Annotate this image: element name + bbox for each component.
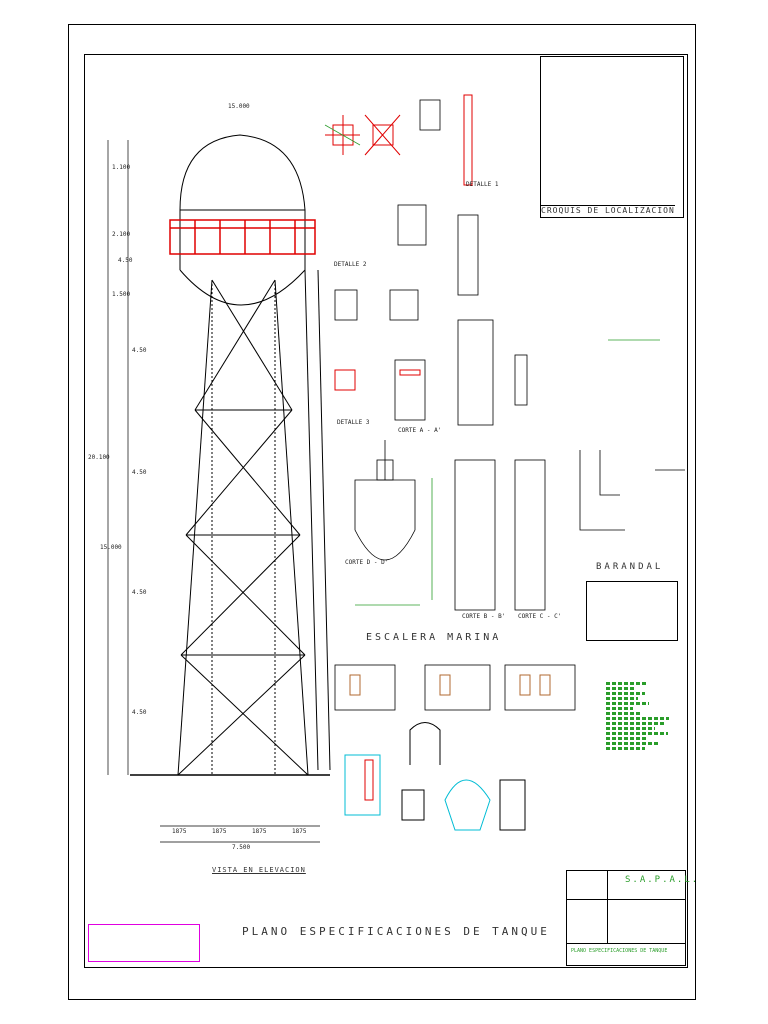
title-block: S.A.P.A.L. PLANO ESPECIFICACIONES DE TAN… [566, 870, 697, 966]
tank-railing [169, 219, 316, 255]
detalle-2-label: DETALLE 2 [334, 261, 367, 268]
detail-bolts-red [325, 94, 473, 391]
top-dim-2: 2.100 [112, 231, 131, 238]
elevation-title: VISTA EN ELEVACION [212, 866, 306, 874]
corte-a-label: CORTE A - A' [398, 427, 442, 434]
detail-drawings [334, 99, 685, 611]
total-height-dim: 20.100 [88, 454, 110, 461]
tower-structure [177, 279, 309, 776]
top-dim-4: 1.500 [112, 291, 131, 298]
corte-b-label: CORTE B - B' [462, 613, 506, 620]
base-dimension-lines [160, 825, 320, 843]
tank-width-dim: 15.000 [228, 103, 250, 110]
company-name: S.A.P.A.L. [625, 875, 700, 885]
escalera-detail-accents [349, 674, 551, 696]
base-total-dim: 7.500 [232, 844, 251, 851]
location-title: CROQUIS DE LOCALIZACION [541, 205, 675, 215]
bay-dim-4: 4.50 [132, 709, 147, 716]
legend-box [88, 924, 200, 962]
base-dim-2: 1875 [212, 828, 227, 835]
base-dim-3: 1875 [252, 828, 267, 835]
marine-ladder [304, 269, 331, 771]
location-sketch-box [540, 56, 684, 218]
detalle-3-label: DETALLE 3 [337, 419, 370, 426]
vertical-dimension-lines [107, 140, 129, 775]
general-notes [606, 680, 676, 830]
corte-c-label: CORTE C - C' [518, 613, 562, 620]
drawing-frame [84, 54, 688, 968]
top-dim-3: 4.50 [118, 257, 133, 264]
top-dim-1: 1.100 [112, 164, 131, 171]
bay-dim-3: 4.50 [132, 589, 147, 596]
bay-dim-2: 4.50 [132, 469, 147, 476]
barandal-title: BARANDAL [596, 562, 664, 572]
base-dim-1: 1875 [172, 828, 187, 835]
corte-d-label: CORTE D - D' [345, 559, 389, 566]
tower-height-dim: 15.000 [100, 544, 122, 551]
escalera-detail-row [334, 664, 576, 711]
bay-dim-1: 4.50 [132, 347, 147, 354]
material-schedule-table [586, 581, 678, 641]
main-sheet-title: PLANO ESPECIFICACIONES DE TANQUE [242, 925, 550, 938]
base-dim-4: 1875 [292, 828, 307, 835]
detalle-1-label: DETALLE 1 [466, 181, 499, 188]
drawing-sheet-border [68, 24, 696, 1000]
tank-bottom [179, 269, 306, 306]
escalera-marina-title: ESCALERA MARINA [366, 632, 502, 643]
green-dimensions [324, 124, 660, 606]
tank-dome [179, 134, 306, 211]
title-block-subtitle: PLANO ESPECIFICACIONES DE TANQUE [571, 948, 668, 954]
bottom-detail-row [344, 722, 526, 831]
